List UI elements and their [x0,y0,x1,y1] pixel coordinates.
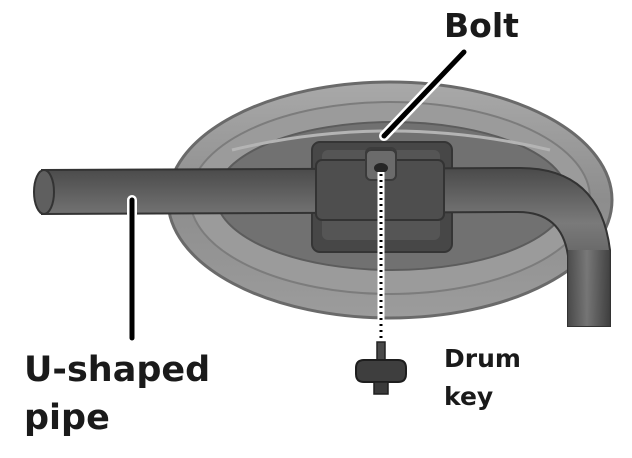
drum-key-icon [355,341,407,395]
key-label-line2: key [444,382,494,411]
key-label-line1: Drum [444,344,521,373]
pipe-vertical-segment [568,250,610,326]
pipe-label-line1: U-shaped [24,350,211,390]
bolt-leader-line [381,49,467,139]
u-shaped-pipe-label: U-shaped pipe [24,346,210,442]
bolt-label: Bolt [444,6,519,45]
pipe-label-line2: pipe [24,398,110,438]
drum-key-label: Drum key [444,340,521,416]
bolt-label-text: Bolt [444,6,519,45]
pipe-end-cap [33,169,55,215]
u-shaped-pipe [33,166,611,327]
bolt-socket [374,163,388,173]
